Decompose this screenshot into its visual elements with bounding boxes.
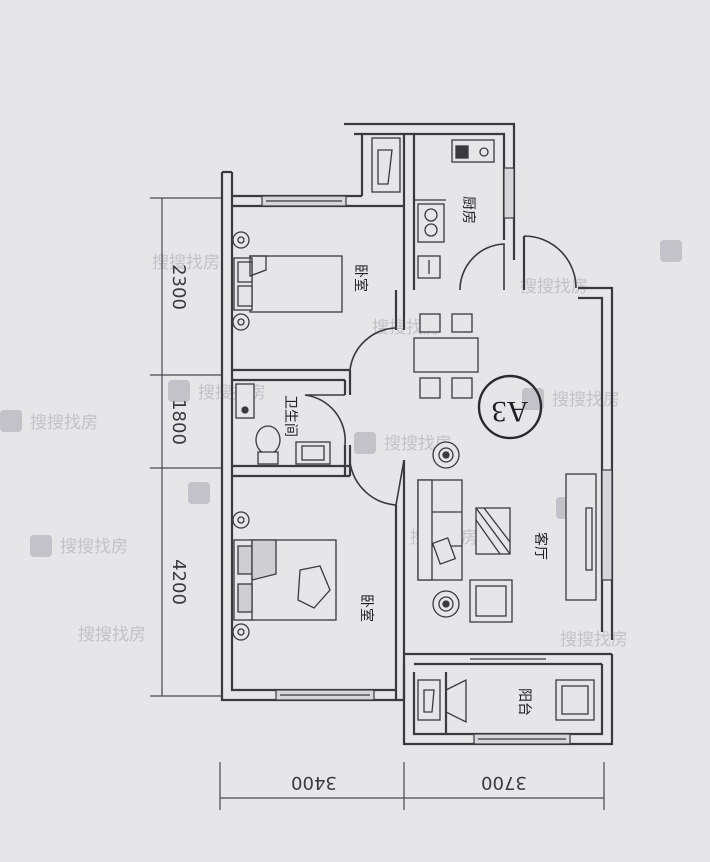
kitchen-fixtures: [371, 137, 495, 279]
chair-icon: [451, 377, 473, 399]
chair-icon: [419, 313, 441, 333]
door-bedroom-bottom: [349, 459, 405, 506]
washbasin-icon: [417, 679, 441, 721]
dimension-left-bottom: 4200: [168, 559, 189, 605]
unit-label: A3: [492, 395, 529, 428]
window-kitchen: [503, 167, 515, 219]
door-bedroom-top: [349, 327, 397, 371]
chair-icon: [451, 313, 473, 333]
tv-cabinet-icon: [565, 473, 597, 601]
doors: [304, 235, 577, 506]
bathroom-fixtures: [235, 383, 331, 465]
watermark-text: 搜搜找房: [520, 277, 588, 297]
room-label-bathroom: 卫生间: [282, 395, 298, 437]
dimension-bottom-right: 3700: [481, 772, 527, 793]
watermark-text: 搜搜找房: [560, 630, 628, 650]
watermark-logo-icon: [30, 535, 52, 557]
bedroom-bottom-furniture: [232, 511, 337, 641]
door-bathroom: [304, 394, 346, 446]
dining-table-icon: [413, 337, 479, 373]
room-label-bedroom-bottom: 卧室: [358, 594, 375, 622]
dimension-lines: [150, 197, 605, 810]
room-label-bedroom-top: 卧室: [352, 264, 369, 292]
room-label-living: 客厅: [532, 532, 549, 560]
watermark-logo-icon: [660, 240, 682, 262]
door-living-entry-2: [523, 235, 577, 289]
dimension-bottom-left: 3400: [291, 772, 337, 793]
room-labels: 厨房 卧室 卫生间 客厅 卧室 阳台: [282, 196, 549, 716]
door-living-entry: [459, 243, 505, 291]
room-label-balcony: 阳台: [516, 688, 532, 716]
dimension-left-top: 2300: [168, 264, 189, 310]
watermark-text: 搜搜找房: [78, 625, 146, 645]
shower-icon: [235, 383, 255, 419]
watermark-text: 搜搜找房: [552, 390, 620, 410]
watermark-text: 搜搜找房: [60, 537, 128, 557]
window-living: [601, 469, 613, 581]
watermark-text: 搜搜找房: [152, 253, 220, 273]
balcony-door: [445, 678, 467, 724]
watermark-logo-icon: [188, 482, 210, 504]
unit-badge: [477, 374, 543, 440]
balcony-fixtures: [417, 678, 595, 724]
washing-machine-icon: [371, 137, 401, 193]
bedroom-top-furniture: [232, 231, 343, 331]
living-furniture: [417, 441, 597, 623]
watermark-logo-icon: [354, 432, 376, 454]
watermark-logo-icon: [0, 410, 22, 432]
dimension-left-middle: 1800: [168, 399, 189, 445]
room-label-kitchen: 厨房: [460, 196, 476, 224]
windows: [261, 167, 613, 745]
watermark-logo-icon: [168, 380, 190, 402]
toilet-icon: [255, 425, 281, 455]
watermark-text: 搜搜找房: [30, 413, 98, 433]
bed-icon: [249, 255, 343, 313]
dining-set: [413, 313, 479, 399]
chair-icon: [419, 377, 441, 399]
